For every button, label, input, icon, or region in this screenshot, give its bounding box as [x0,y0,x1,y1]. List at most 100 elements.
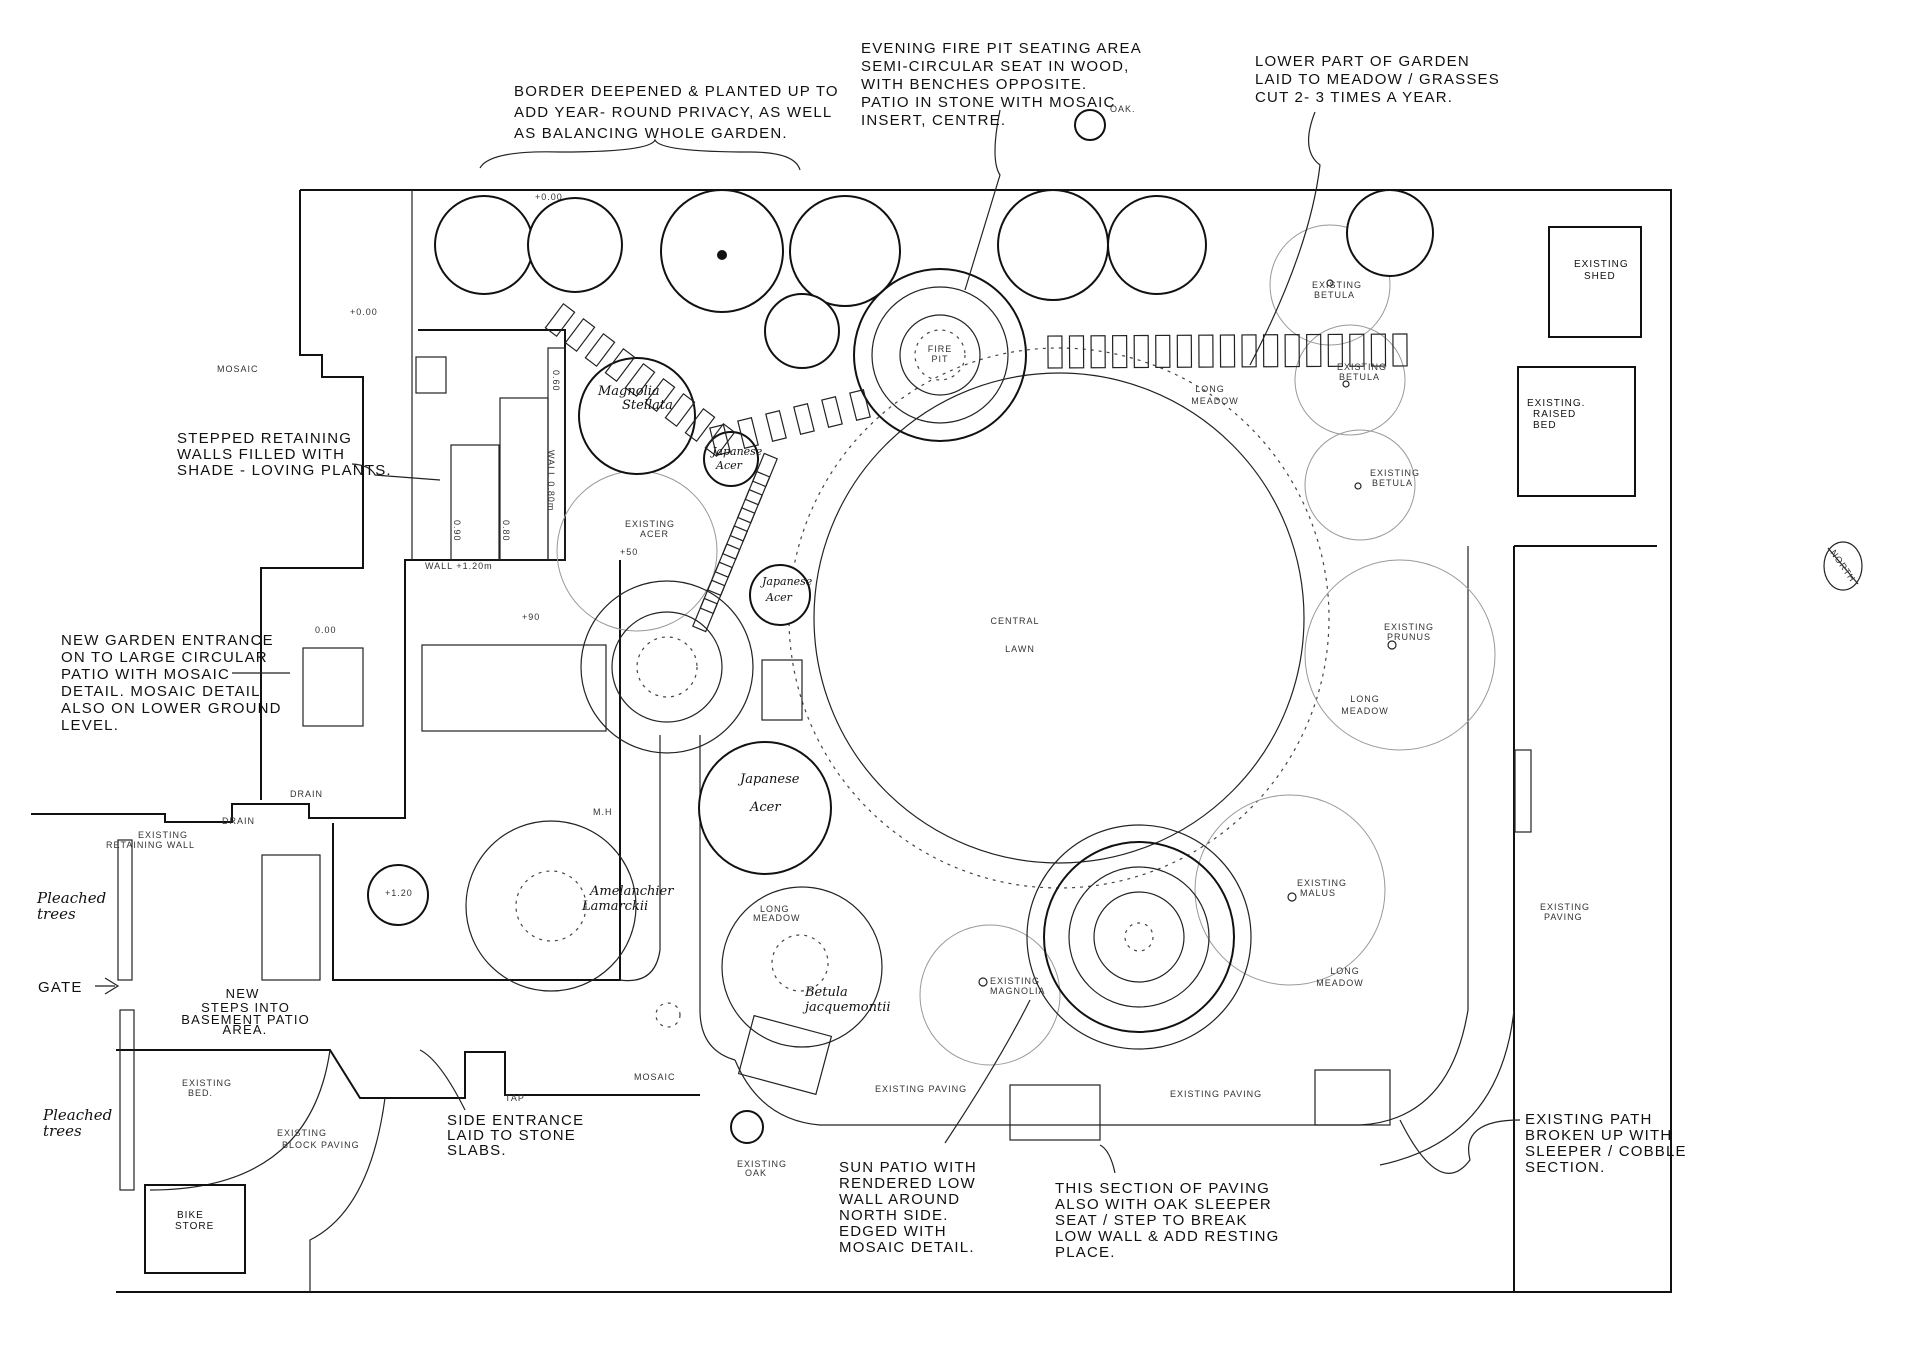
lower-wall [332,560,621,981]
note-line: NEW [226,986,260,1001]
sun-patio-leader [944,999,1031,1144]
label-line: Lamarckii [581,899,648,914]
patios [580,268,1391,1141]
label-line: Japanese [737,772,800,787]
note-sun-patio: SUN PATIO WITH RENDERED LOW WALL AROUND … [839,1159,982,1256]
pleached-trees-label-2: Pleached trees [42,1106,117,1140]
label-line: EXISTING [1370,468,1420,478]
note-line: ADD YEAR- ROUND PRIVACY, AS WELL [514,104,832,121]
stepping-stone [664,392,696,428]
level-entrance: 0.00 [315,625,337,635]
label-line: RAISED [1533,409,1576,420]
label-line: MEADOW [753,913,801,923]
stepping-stone [692,597,718,633]
mosaic-label-bottom: MOSAIC [634,1072,676,1082]
label-line: BETULA [1339,372,1380,382]
label-line: MAGNOLIA [990,986,1046,996]
tree-canopy [997,189,1109,301]
note-line: AREA. [222,1022,267,1037]
note-line: LAID TO MEADOW / GRASSES [1255,71,1500,88]
stepping-stone [1262,334,1279,368]
japanese-acer-2 [749,564,811,626]
note-side-entrance: SIDE ENTRANCE LAID TO STONE SLABS. [447,1112,590,1159]
wall-level-label: WALL +1.20m [425,561,493,571]
lower-garden-leader [1249,111,1321,366]
note-line: SEAT / STEP TO BREAK [1055,1212,1248,1229]
label-line: EXISTING [625,519,675,529]
stepping-stone [1047,335,1063,369]
stepping-stone [704,422,736,458]
side-entrance-wall [116,1049,700,1099]
label-line: BLOCK PAVING [282,1140,360,1150]
level-left: +0.00 [350,307,378,317]
stepping-stone [714,543,741,578]
sun-patio-outer [1026,824,1252,1050]
sun-patio [1026,824,1252,1050]
note-line: EVENING FIRE PIT SEATING AREA [861,40,1141,57]
label-line: jacquemontii [802,1000,891,1015]
retaining-wall-1 [450,444,500,561]
label-line: Acer [715,459,743,472]
level-060: 0.60 [551,370,561,392]
tree-canopy [434,195,534,295]
stepping-stone [644,377,676,413]
gate-arrow [95,977,120,995]
stepping-stone [793,402,815,436]
label-line: LONG [1350,694,1380,704]
note-line: SHADE - LOVING PLANTS. [177,462,392,479]
magnolia-canopy [919,924,1061,1066]
fire-pit-mosaic [914,329,966,381]
side-entrance-leader [419,1049,466,1111]
stepping-stones [544,302,1408,633]
label-line: EXISTING [1297,878,1347,888]
existing-bed-curve [149,1049,331,1191]
tree-canopy [527,197,623,293]
drain-label-2: DRAIN [222,816,255,826]
fire-pit-patio [853,268,1027,442]
mosaic-panel-entrance [302,647,364,727]
stepping-stone [1284,333,1300,368]
garden-boundary [116,189,1672,1293]
label-line: CENTRAL [990,616,1039,626]
note-line: INSERT, CENTRE. [861,112,1006,129]
stepping-stone [1370,333,1387,367]
stepping-stone [1327,333,1344,368]
sun-patio-wall [1043,841,1235,1033]
note-line: AS BALANCING WHOLE GARDEN. [514,125,788,142]
note-line: PLACE. [1055,1244,1116,1261]
paving-label-2: EXISTING PAVING [1170,1089,1262,1099]
betula-mosaic [771,934,829,992]
north-symbol: NORTH [1823,541,1863,591]
fire-pit-leader [964,109,1001,291]
paving-label-1: EXISTING PAVING [875,1084,967,1094]
label-line: MEADOW [1316,978,1364,988]
path-leader [1399,1119,1521,1174]
note-line: SIDE ENTRANCE [447,1112,584,1129]
note-line: MOSAIC DETAIL. [839,1239,975,1256]
stepping-stone [1198,334,1214,368]
existing-betula-trunk [1326,279,1334,287]
label-line: MEADOW [1191,396,1239,406]
tree-canopy [789,195,901,307]
pleached-trees-lower [119,1009,135,1191]
label-line: RETAINING WALL [106,840,195,850]
sleeper-section-right [1314,1069,1391,1126]
gate-label: GATE [38,979,83,996]
note-border: BORDER DEEPENED & PLANTED UP TO ADD YEAR… [514,83,844,142]
stepping-stone [1155,334,1171,369]
